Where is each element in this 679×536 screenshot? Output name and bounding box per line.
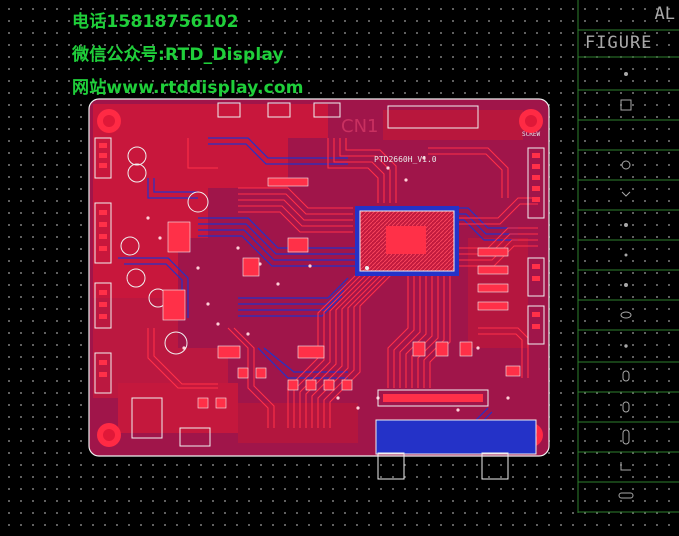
pcb-board[interactable]: PTD2660H_V1.0 SCREW CN1 [88, 98, 552, 490]
smd-components [162, 177, 521, 409]
top-connectors [217, 102, 479, 129]
copper-top-layer [93, 104, 528, 443]
main-ic-chip[interactable] [355, 206, 459, 276]
connector-label: SCREW [522, 131, 540, 138]
panel-top-label: AL [654, 4, 675, 24]
panel-header-label: FIGURE [585, 33, 653, 53]
figure-panel: AL FIGURE [577, 0, 679, 513]
left-connectors [94, 137, 112, 394]
bottom-connectors [131, 389, 537, 480]
capacitors [120, 146, 209, 355]
ic-part-label: PTD2660H_V1.0 [374, 155, 437, 164]
watermark-website: 网站www.rtddisplay.com [72, 78, 304, 98]
watermark-phone: 电话15818756102 [72, 12, 239, 32]
watermark-wechat: 微信公众号:RTD_Display [72, 45, 284, 65]
right-connectors [527, 147, 545, 345]
silk-cn-label: CN1 [341, 116, 379, 137]
figure-symbols [618, 72, 634, 499]
